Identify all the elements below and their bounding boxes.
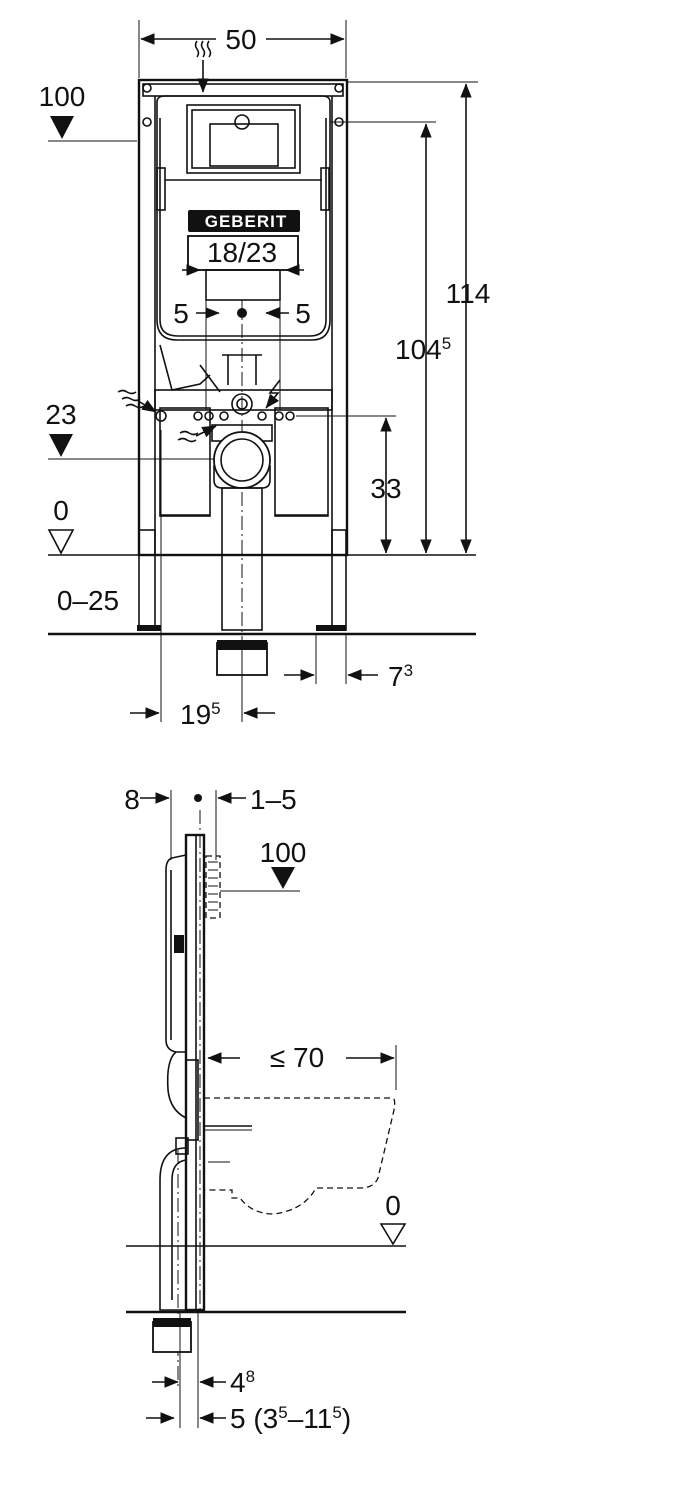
side-level-marker-0: 0	[126, 1190, 407, 1247]
bottom-left-label: 195	[180, 699, 221, 730]
flush-width-label: 18/23	[207, 237, 277, 268]
bottom-right-label: 73	[388, 661, 413, 692]
dim-bottom-19-5: 195	[130, 430, 275, 730]
dim-height-33: 33	[370, 417, 402, 554]
side-level-marker-100: 100	[220, 837, 307, 892]
level-0-label: 0	[53, 495, 69, 526]
bottom-b-label: 5 (35–115)	[230, 1403, 351, 1434]
side-drain	[152, 810, 230, 1390]
floor-range-label: 0–25	[57, 585, 119, 616]
level-marker-100: 100	[39, 81, 137, 142]
width-label: 50	[225, 24, 256, 55]
dim-bottom-5-range: 5 (35–115)	[146, 1403, 351, 1434]
side-view: 8 1–5 100	[124, 784, 407, 1434]
left-offset-label: 5	[173, 298, 189, 329]
bottom-a-label: 48	[230, 1367, 255, 1398]
height-114-label: 114	[446, 278, 491, 309]
dim-bottom-7-3: 73	[284, 634, 413, 692]
dim-depth-70: ≤ 70	[207, 1042, 397, 1090]
side-level-0-label: 0	[385, 1190, 401, 1221]
right-offset-label: 5	[295, 298, 311, 329]
height-104-label: 1045	[395, 334, 451, 365]
height-33-label: 33	[370, 473, 401, 504]
side-frame	[165, 833, 221, 1312]
dim-flush-18-23: 18/23	[182, 235, 304, 410]
top-left-label: 8	[124, 784, 140, 815]
cistern: GEBERIT	[156, 95, 331, 415]
wc-bowl-outline	[204, 1097, 396, 1215]
level-23-label: 23	[45, 399, 76, 430]
dim-height-114: 114	[346, 81, 491, 554]
level-marker-23: 23	[45, 399, 270, 460]
dim-top-1-5: 1–5	[194, 784, 297, 860]
brand-logo: GEBERIT	[205, 212, 288, 231]
dim-bottom-4-8: 48	[152, 1312, 255, 1428]
dim-top-8: 8	[124, 784, 172, 860]
water-supply-icon	[194, 40, 212, 93]
side-level-100-label: 100	[260, 837, 307, 868]
dim-height-104-5: 1045	[330, 121, 451, 554]
depth-label: ≤ 70	[270, 1042, 324, 1073]
level-100-label: 100	[39, 81, 86, 112]
dim-width-50: 50	[138, 20, 347, 78]
front-view: 50	[39, 20, 491, 730]
top-right-label: 1–5	[250, 784, 297, 815]
